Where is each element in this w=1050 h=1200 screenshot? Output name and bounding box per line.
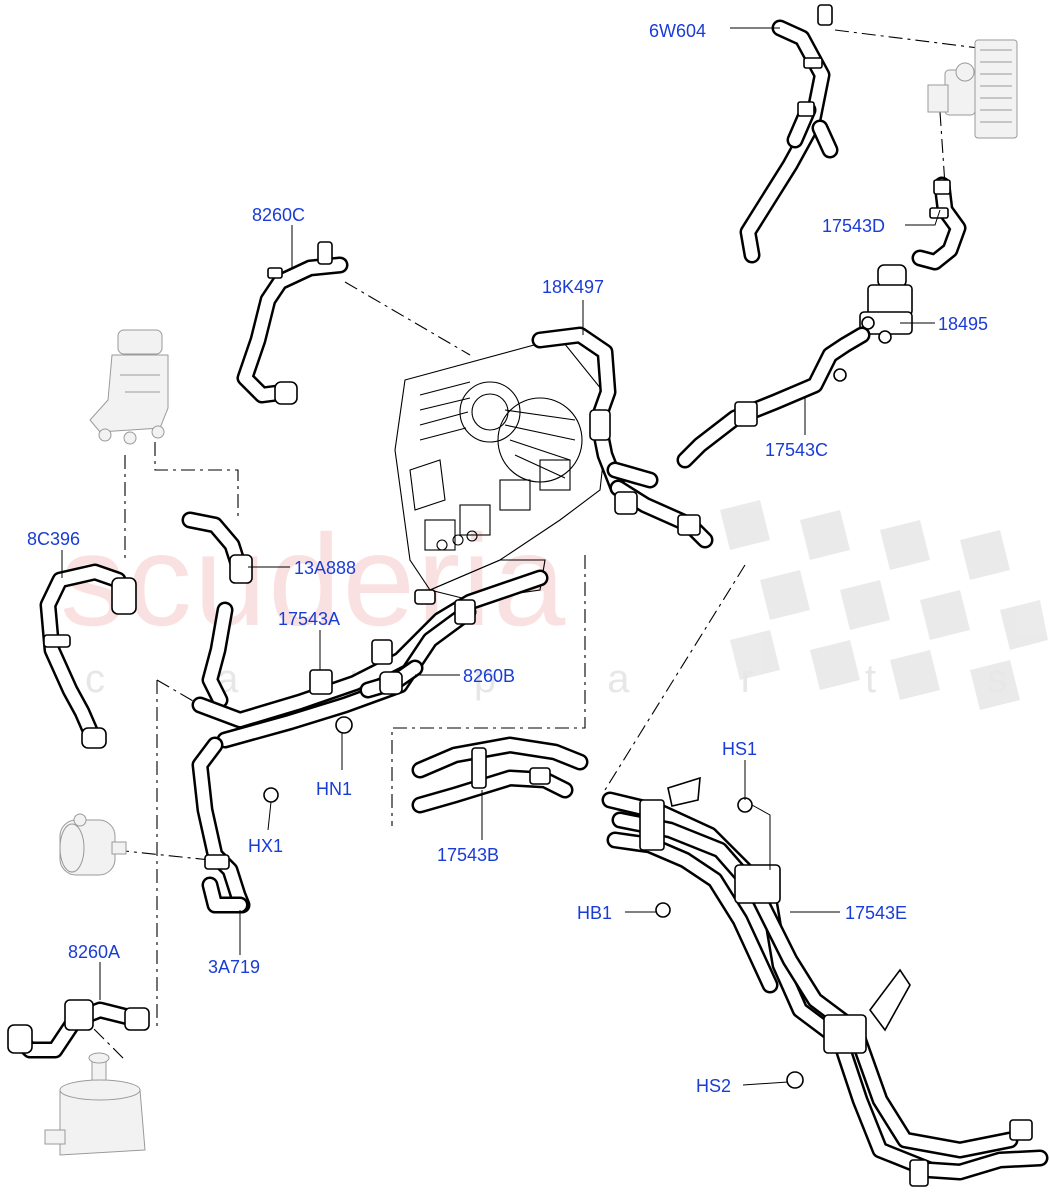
hose-17543C — [676, 326, 871, 469]
hose-8260C — [236, 241, 349, 405]
bolt-HX1 — [263, 787, 279, 803]
nut-HN1 — [335, 716, 353, 734]
expansion-tank — [89, 329, 169, 445]
hose-13A888 — [181, 511, 253, 709]
callout-17543A: 17543A — [278, 609, 340, 629]
hose-17543B — [411, 736, 589, 814]
hose-8260A — [7, 999, 150, 1059]
hose-8C396 — [39, 563, 137, 749]
oil-cooler — [927, 39, 1018, 139]
callout-17543E: 17543E — [845, 903, 907, 923]
callout-13A888: 13A888 — [294, 558, 356, 578]
checker-pattern — [720, 500, 1048, 710]
callout-18K497: 18K497 — [542, 277, 604, 297]
callout-8C396: 8C396 — [27, 529, 80, 549]
callout-3A719: 3A719 — [208, 957, 260, 977]
callout-HS1: HS1 — [722, 739, 757, 759]
screw-HS2 — [786, 1071, 804, 1089]
callout-HN1: HN1 — [316, 779, 352, 799]
fasteners — [263, 716, 804, 1089]
callout-18495: 18495 — [938, 314, 988, 334]
callout-HX1: HX1 — [248, 836, 283, 856]
electric-drive-unit — [394, 337, 611, 601]
callout-17543D: 17543D — [822, 216, 885, 236]
watermark-main: scuderia — [60, 507, 567, 653]
connection-lines — [74, 29, 1011, 1061]
hose-17543D — [911, 176, 967, 271]
auxiliary-pump-left — [59, 813, 127, 876]
hose-6W604 — [739, 4, 839, 264]
callout-8260C: 8260C — [252, 205, 305, 225]
central-junction — [606, 461, 714, 549]
valve-18495 — [859, 264, 913, 344]
callout-17543C: 17543C — [765, 440, 828, 460]
callout-8260B: 8260B — [463, 666, 515, 686]
screw-HS1 — [737, 797, 753, 813]
hose-17543E — [601, 776, 1049, 1187]
hose-18K497 — [531, 326, 627, 497]
leader-lines — [61, 27, 941, 1086]
hose-8260B — [359, 659, 424, 699]
watermark: scuderia c a r p a r t s — [60, 500, 1050, 710]
callout-8260A: 8260A — [68, 942, 120, 962]
hose-3A719 — [191, 736, 251, 914]
callout-labels: 6W604 8260C 18K497 17543D 18495 17543C 8… — [27, 21, 988, 1096]
bolt-HB1 — [655, 902, 671, 918]
callout-17543B: 17543B — [437, 845, 499, 865]
callout-6W604: 6W604 — [649, 21, 706, 41]
auxiliary-pump-bottom — [44, 1052, 146, 1156]
callout-HB1: HB1 — [577, 903, 612, 923]
callout-HS2: HS2 — [696, 1076, 731, 1096]
watermark-sub: c a r p a r t s — [85, 657, 1050, 701]
